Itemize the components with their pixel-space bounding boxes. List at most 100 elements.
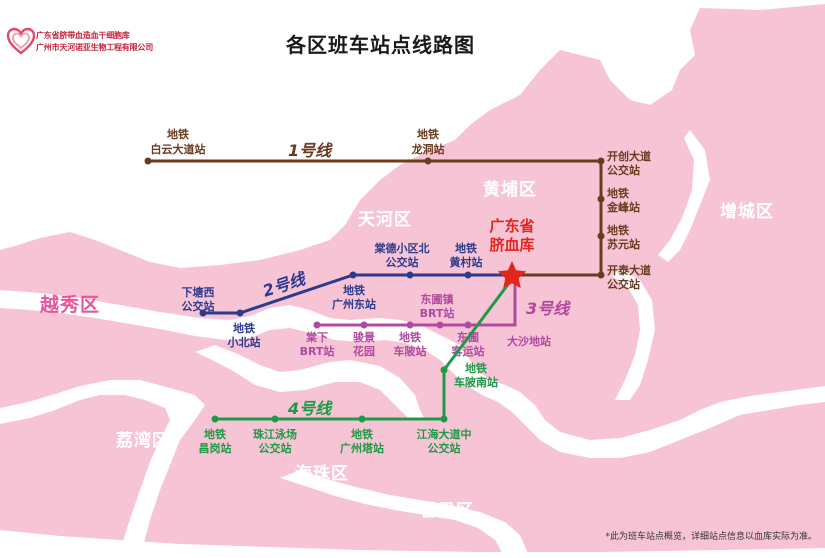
station-chebeinan-l1: 地铁 <box>465 361 487 375</box>
district-tianhe: 天河区 <box>358 210 412 230</box>
district-zengcheng: 增城区 <box>720 201 774 222</box>
river-haizhu-loop <box>195 345 425 420</box>
destination-name-line1: 广东省 <box>489 217 534 235</box>
station-xiatang-l1: 下塘西 <box>182 285 215 299</box>
river-south-east <box>280 470 530 558</box>
line-4-stop <box>271 415 279 423</box>
station-dongpu-l2: BRT站 <box>420 306 455 320</box>
district-huangpu: 黄埔区 <box>483 179 537 200</box>
station-dongpu-l1: 东圃镇 <box>421 292 454 306</box>
station-changgang-l1: 地铁 <box>204 427 226 441</box>
line-3-stop <box>360 321 368 329</box>
station-longdong-l2: 龙洞站 <box>411 142 445 156</box>
station-kaichuang-l1: 开创大道 <box>607 149 651 163</box>
line-2-stop <box>464 271 472 279</box>
station-kaichuang-l2: 公交站 <box>607 163 640 177</box>
station-huangcun-l1: 地铁 <box>455 241 477 255</box>
station-jianghai-l2: 公交站 <box>428 441 461 455</box>
line-2-stop <box>236 309 244 317</box>
heart-logo-icon <box>6 27 36 55</box>
line-3-label: 3号线 <box>526 299 571 318</box>
route-line-2: 2号线 下塘西 公交站 地铁 小北站 地铁 广州东站 棠德小区北 公交站 地铁 … <box>182 241 515 349</box>
line-3-path <box>317 275 517 327</box>
line-1-stop <box>597 195 605 203</box>
station-guangzhoudong-l1: 地铁 <box>343 283 365 297</box>
line-1-path <box>148 159 603 277</box>
line-2-stop <box>406 271 414 279</box>
station-longdong-l1: 地铁 <box>417 127 439 141</box>
line-2-stop <box>349 271 357 279</box>
station-zhujiang-l2: 公交站 <box>259 441 292 455</box>
line-3-stop <box>464 321 472 329</box>
line-2-path <box>203 273 515 315</box>
line-3-stop <box>406 321 414 329</box>
district-liwan: 荔湾区 <box>115 430 170 451</box>
river-pearl-main <box>0 290 825 458</box>
district-yuexiu: 越秀区 <box>39 293 100 316</box>
district-panyu: 番禺区 <box>419 501 474 521</box>
line-1-stop <box>597 271 605 279</box>
station-baiyun-l2: 白云大道站 <box>151 142 206 156</box>
destination-marker: 广东省 脐血库 <box>489 217 535 289</box>
station-baiyun-l1: 地铁 <box>167 127 189 141</box>
river-upper-west <box>0 0 825 268</box>
page-title: 各区班车站点线路图 <box>285 33 475 57</box>
logo-name-secondary: 广州市天河诺亚生物工程有限公司 <box>36 43 153 52</box>
station-chebei-l2: 车陂站 <box>394 344 427 358</box>
destination-name-line2: 脐血库 <box>489 236 534 254</box>
station-tangde-l1: 棠德小区北 <box>374 241 430 255</box>
line-4-stop <box>440 366 448 374</box>
station-junjing-l1: 骏景 <box>353 330 375 344</box>
line-1-stop <box>597 157 605 165</box>
district-baiyun: 白云区 <box>183 192 237 213</box>
station-guangzhouta-l1: 地铁 <box>351 427 373 441</box>
station-tangxia-l2: BRT站 <box>300 344 335 358</box>
station-tangxia-l1: 棠下 <box>305 330 328 344</box>
station-suyuan-l2: 苏元站 <box>607 237 640 251</box>
line-1-stop <box>144 157 152 165</box>
line-4-stop <box>211 415 219 423</box>
line-4-stop <box>358 415 366 423</box>
route-line-1: 1号线 地铁 白云大道站 地铁 龙洞站 开创大道 公交站 地铁 金峰站 地铁 苏… <box>144 127 651 291</box>
station-tangde-l2: 公交站 <box>386 255 419 269</box>
district-haizhu: 海珠区 <box>295 463 349 484</box>
station-chebei-l1: 地铁 <box>399 330 421 344</box>
route-line-3: 3号线 棠下 BRT站 骏景 花园 地铁 车陂站 东圃镇 BRT站 东圃 客运站… <box>300 275 571 358</box>
line-4-path <box>215 274 517 421</box>
line-2-stop <box>199 309 207 317</box>
station-chebeinan-l2: 车陂南站 <box>454 375 498 389</box>
river-east-channel <box>612 268 655 400</box>
organization-logo: 广东省脐带血造血干细胞库 广州市天河诺亚生物工程有限公司 <box>6 24 176 58</box>
logo-name-primary: 广东省脐带血造血干细胞库 <box>36 31 130 40</box>
station-zhujiang-l1: 珠江泳场 <box>253 427 297 441</box>
line-1-stop <box>597 232 605 240</box>
station-guangzhoudong-l2: 广州东站 <box>332 297 376 311</box>
station-guangzhouta-l2: 广州塔站 <box>340 441 384 455</box>
station-jinfeng-l1: 地铁 <box>607 186 629 200</box>
line-1-stop <box>424 157 432 165</box>
river-bottom-edge <box>0 530 825 558</box>
station-xiaobei-l1: 地铁 <box>233 321 255 335</box>
station-dasha-l1: 大沙地站 <box>507 334 551 348</box>
line-4-label: 4号线 <box>287 399 333 418</box>
station-kaitai-l1: 开泰大道 <box>607 263 651 277</box>
star-icon <box>497 261 527 289</box>
route-line-4: 4号线 地铁 昌岗站 珠江泳场 公交站 地铁 广州塔站 江海大道中 公交站 地铁… <box>199 274 517 455</box>
station-xiatang-l2: 公交站 <box>182 299 215 313</box>
station-suyuan-l1: 地铁 <box>607 223 629 237</box>
station-jianghai-l1: 江海大道中 <box>417 427 472 441</box>
footnote: *此为班车站点概览，详细站点信息以血库实际为准。 <box>605 532 817 542</box>
line-4-stop <box>440 415 448 423</box>
station-changgang-l2: 昌岗站 <box>199 441 232 455</box>
line-3-stop <box>313 321 321 329</box>
station-jinfeng-l2: 金峰站 <box>606 200 640 214</box>
line-1-label: 1号线 <box>288 141 333 160</box>
line-3-stop <box>436 321 444 329</box>
river-east-upper <box>658 130 710 262</box>
station-junjing-l2: 花园 <box>353 344 375 358</box>
station-huangcun-l2: 黄村站 <box>450 255 483 269</box>
river-south-west <box>0 380 205 558</box>
station-kaitai-l2: 公交站 <box>607 277 640 291</box>
